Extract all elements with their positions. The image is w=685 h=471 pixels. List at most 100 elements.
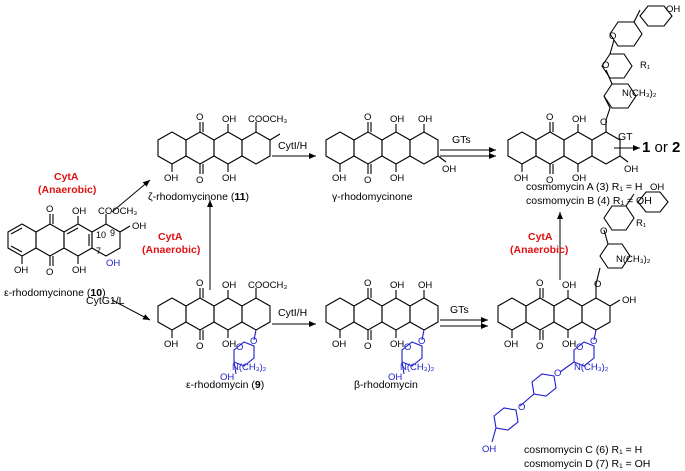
cyta-label: CytA (54, 171, 79, 183)
cytih-label: CytI/H (278, 140, 307, 152)
carbomethoxy-label: COOCH₃ (248, 280, 287, 291)
cyta-label: CytA (158, 231, 183, 243)
cyta-label: CytA (528, 231, 553, 243)
hydroxyl-label: OH (332, 173, 346, 184)
molecule-10: O O OH OH OH COOCH₃ OH 10 9 7 OH (7, 204, 146, 278)
hydroxyl-label: OH (222, 280, 236, 291)
gts-label: GTs (452, 134, 471, 146)
dimethylamino-label: N(CH₃)₂ (400, 362, 435, 373)
compound-beta-name: β-rhodomycin (354, 379, 418, 391)
oxo-label: O (46, 267, 53, 278)
hydroxyl-label: OH (332, 339, 346, 350)
hydroxyl-label: OH (164, 173, 178, 184)
dimethylamino-label: N(CH₃)₂ (232, 362, 267, 373)
arrow-10-to-11 (111, 179, 151, 213)
compound-gamma-name: γ-rhodomycinone (332, 191, 413, 203)
glycosidic-oxygen: O (609, 31, 616, 42)
oxo-label: O (536, 341, 543, 352)
oxo-label: O (364, 175, 371, 186)
oxo-label: O (536, 278, 543, 289)
carbomethoxy-label: COOCH₃ (248, 114, 287, 125)
oxo-label: O (364, 278, 371, 289)
oxo-label: O (546, 175, 553, 186)
molecule-cosmomycin-ab: O O OH OH OH OH (507, 112, 638, 186)
hydroxyl-label: OH (622, 295, 636, 306)
glycosidic-oxygen: O (590, 336, 597, 347)
gt-label: GT (618, 131, 633, 143)
cosmomycin-d-name: cosmomycin D (7) R₁ = OH (524, 458, 650, 470)
cosmomycin-a-name: cosmomycin A (3) R₁ = H (526, 181, 642, 193)
hydroxyl-label: OH (222, 339, 236, 350)
glycosidic-oxygen: O (594, 279, 601, 290)
hydroxyl-label: OH (562, 339, 576, 350)
cosmomycin-c-name: cosmomycin C (6) R₁ = H (524, 444, 642, 456)
hydroxyl-label: OH (390, 280, 404, 291)
compound-9-name: ε-rhodomycin (9) (186, 379, 264, 391)
hydroxyl-label: OH (418, 280, 432, 291)
glycosidic-oxygen: O (418, 336, 425, 347)
molecule-9: O O OH OH OH COOCH₃ O O N(CH₃)₂ OH (157, 278, 287, 383)
hydroxyl-label: OH (624, 164, 638, 175)
hydroxyl-label: OH (222, 114, 236, 125)
hydroxyl-label: OH (562, 280, 576, 291)
cosmomycin-b-name: cosmomycin B (4) R₁ = OH (526, 195, 652, 207)
position-9-label: 9 (110, 228, 115, 238)
glycosidic-oxygen: O (250, 336, 257, 347)
dimethylamino-label: N(CH₃)₂ (622, 88, 657, 99)
hydroxyl-label: OH (390, 173, 404, 184)
r1-label: R₁ (636, 218, 646, 229)
c7-hydroxyl-label: OH (106, 258, 120, 269)
oxo-label: O (364, 112, 371, 123)
sugar-chain-top: O O O N(CH₃)₂ R₁ OH (600, 4, 680, 128)
sugar-chain-bottom-upper: O O N(CH₃)₂ R₁ OH (594, 182, 669, 290)
molecule-11: O O OH OH OH COOCH₃ (157, 112, 287, 186)
dimethylamino-label: N(CH₃)₂ (616, 254, 651, 265)
final-product: 1 or 2 (642, 139, 680, 156)
cyta-condition-label: (Anaerobic) (142, 244, 200, 256)
glycosidic-oxygen: O (554, 368, 561, 379)
hydroxyl-label: OH (132, 221, 146, 232)
r1-label: R₁ (640, 60, 650, 71)
position-7-label: 7 (96, 246, 101, 256)
oxo-label: O (546, 112, 553, 123)
hydroxyl-label: OH (14, 265, 28, 276)
compound-10-name: ε-rhodomycinone (10) (4, 287, 106, 299)
glycosidic-oxygen: O (518, 402, 525, 413)
oxo-label: O (196, 341, 203, 352)
hydroxyl-label: OH (72, 265, 86, 276)
glycosidic-oxygen: O (602, 60, 609, 71)
oxo-label: O (46, 204, 53, 215)
hydroxyl-label: OH (390, 114, 404, 125)
oxo-label: O (364, 341, 371, 352)
hydroxyl-label: OH (222, 173, 236, 184)
cytg1l-label: CytG1/L (86, 295, 125, 307)
oxo-label: O (196, 278, 203, 289)
hydroxyl-label: OH (482, 444, 496, 455)
position-10-label: 10 (96, 230, 106, 240)
molecule-beta: O O OH OH OH OH O O N(CH₃)₂ OH (325, 278, 439, 383)
molecule-gamma: O O OH OH OH OH OH (325, 112, 456, 186)
cytih-label: CytI/H (278, 307, 307, 319)
glycosidic-oxygen: O (600, 117, 607, 128)
ring-oxygen: O (236, 342, 243, 353)
hydroxyl-label: OH (504, 339, 518, 350)
hydroxyl-label: OH (572, 173, 586, 184)
hydroxyl-label: OH (388, 372, 402, 383)
hydroxyl-label: OH (418, 114, 432, 125)
hydroxyl-label: OH (666, 4, 680, 15)
arrow-10-to-9 (111, 299, 151, 321)
ring-oxygen: O (576, 342, 583, 353)
hydroxyl-label: OH (442, 164, 456, 175)
oxo-label: O (196, 112, 203, 123)
dimethylamino-label: N(CH₃)₂ (574, 362, 609, 373)
glycosidic-oxygen: O (600, 226, 607, 237)
hydroxyl-label: OH (514, 173, 528, 184)
compound-11-name: ζ-rhodomycinone (11) (148, 191, 249, 203)
molecule-cosmomycin-cd: O O OH OH OH OH O O N(CH₃)₂ O O OH (482, 278, 636, 455)
hydroxyl-label: OH (572, 114, 586, 125)
hydroxyl-label: OH (220, 372, 234, 383)
cyta-condition-label: (Anaerobic) (510, 244, 568, 256)
gts-label: GTs (450, 304, 469, 316)
